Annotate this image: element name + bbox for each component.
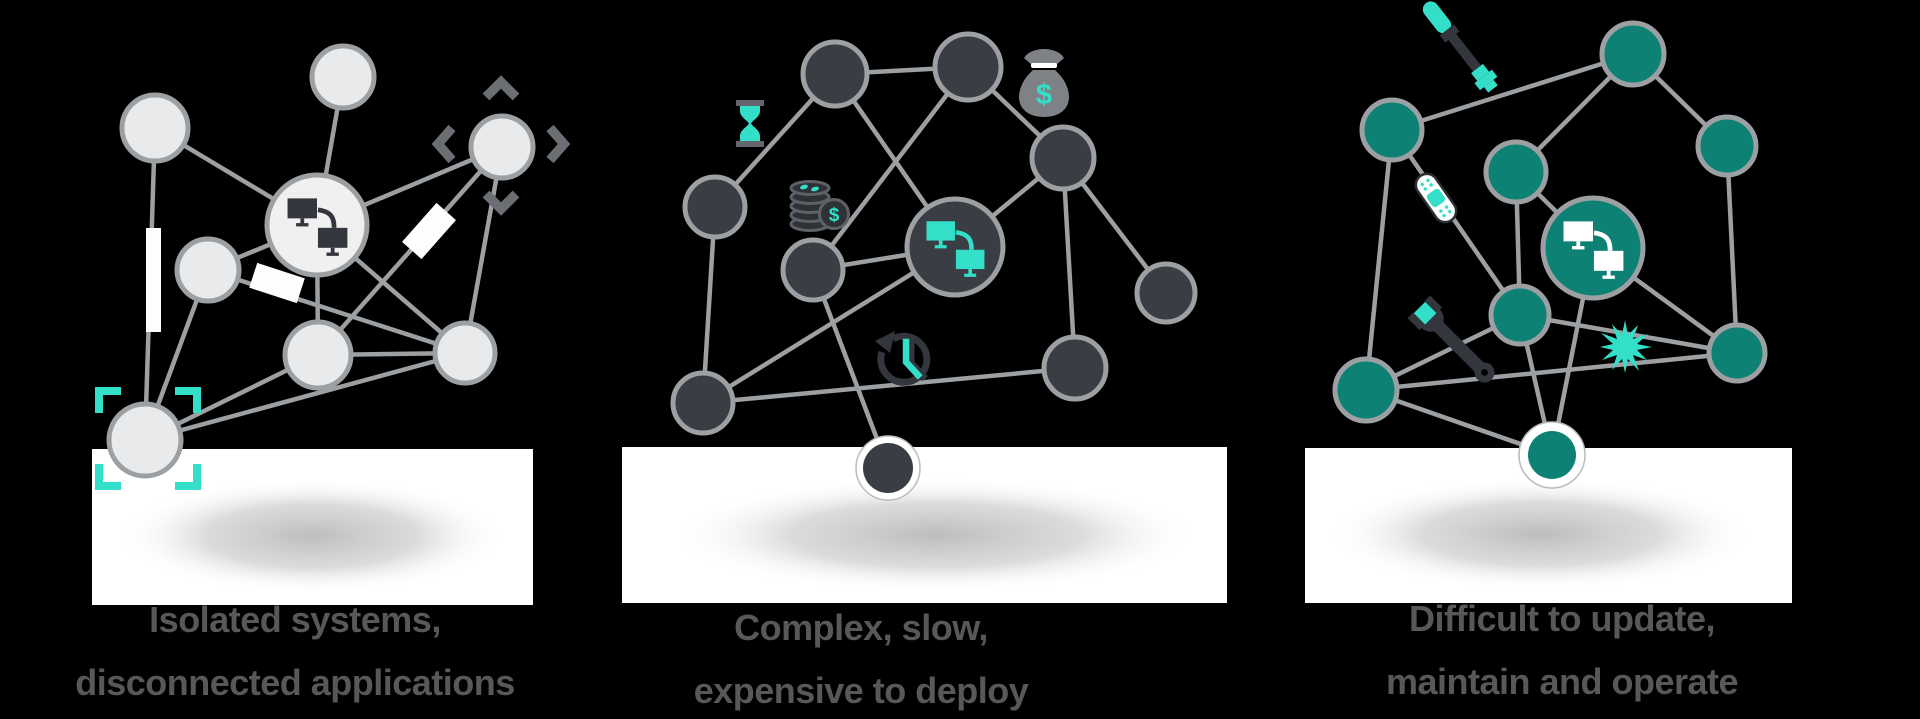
- node: [119, 92, 191, 164]
- node: [432, 320, 498, 386]
- node: [1483, 139, 1549, 205]
- platform: [92, 449, 533, 605]
- node: [174, 236, 242, 304]
- node: [1041, 334, 1109, 402]
- caption-line: maintain and operate: [1385, 661, 1739, 702]
- node: [1706, 322, 1768, 384]
- dollar-icon: $: [829, 205, 840, 226]
- hub-node: [1540, 195, 1646, 301]
- hourglass-icon: [736, 100, 764, 147]
- node: [932, 31, 1004, 103]
- node: [682, 174, 748, 240]
- node: [670, 370, 736, 436]
- node: [1332, 356, 1400, 424]
- money-bag-icon: $: [1019, 49, 1069, 117]
- move-chevrons-icon: [431, 75, 571, 216]
- nodes: [1332, 20, 1768, 489]
- node: [106, 401, 184, 479]
- node: [309, 43, 377, 111]
- platform: [1305, 448, 1792, 603]
- node: [282, 319, 354, 391]
- nodes: [106, 43, 536, 479]
- broken-link-blocks: [146, 202, 456, 332]
- nodes: [670, 31, 1198, 501]
- caption-difficult-update: Difficult to update, maintain and operat…: [1282, 587, 1842, 713]
- caption-line: disconnected applications: [75, 662, 515, 703]
- wrench-icon: [1407, 295, 1495, 383]
- edges: [1363, 51, 1740, 458]
- node: [800, 39, 870, 109]
- caption-line: Isolated systems,: [149, 599, 441, 640]
- coin-stack-icon: $: [789, 180, 850, 232]
- hub-node: [904, 196, 1006, 298]
- time-rewind-icon: [875, 331, 931, 386]
- caption-complex-slow: Complex, slow, expensive to deploy: [581, 596, 1141, 719]
- bandage-icon: [1414, 172, 1458, 224]
- node: [1134, 261, 1198, 325]
- hub-node: [264, 172, 370, 278]
- panel-isolated-systems: [92, 43, 571, 605]
- node: [1359, 97, 1425, 163]
- caption-line: expensive to deploy: [693, 670, 1029, 711]
- caption-isolated-systems: Isolated systems, disconnected applicati…: [15, 588, 575, 714]
- platform: [622, 447, 1227, 603]
- node: [1029, 124, 1097, 192]
- node: [1488, 283, 1552, 347]
- burst-icon: [1600, 320, 1652, 373]
- node: [1599, 20, 1667, 88]
- caption-line: Difficult to update,: [1409, 598, 1715, 639]
- dollar-icon: $: [1036, 79, 1052, 111]
- node: [468, 113, 536, 181]
- platform-node: [855, 435, 921, 501]
- node: [1695, 114, 1759, 178]
- screwdriver-icon: [1422, 1, 1498, 93]
- node: [780, 237, 846, 303]
- platform-node: [1518, 421, 1586, 489]
- caption-line: Complex, slow,: [734, 607, 988, 648]
- panel-difficult-update: [1305, 1, 1792, 603]
- panel-complex-slow: $ $: [622, 31, 1227, 603]
- selection-brackets-icon: [95, 387, 201, 490]
